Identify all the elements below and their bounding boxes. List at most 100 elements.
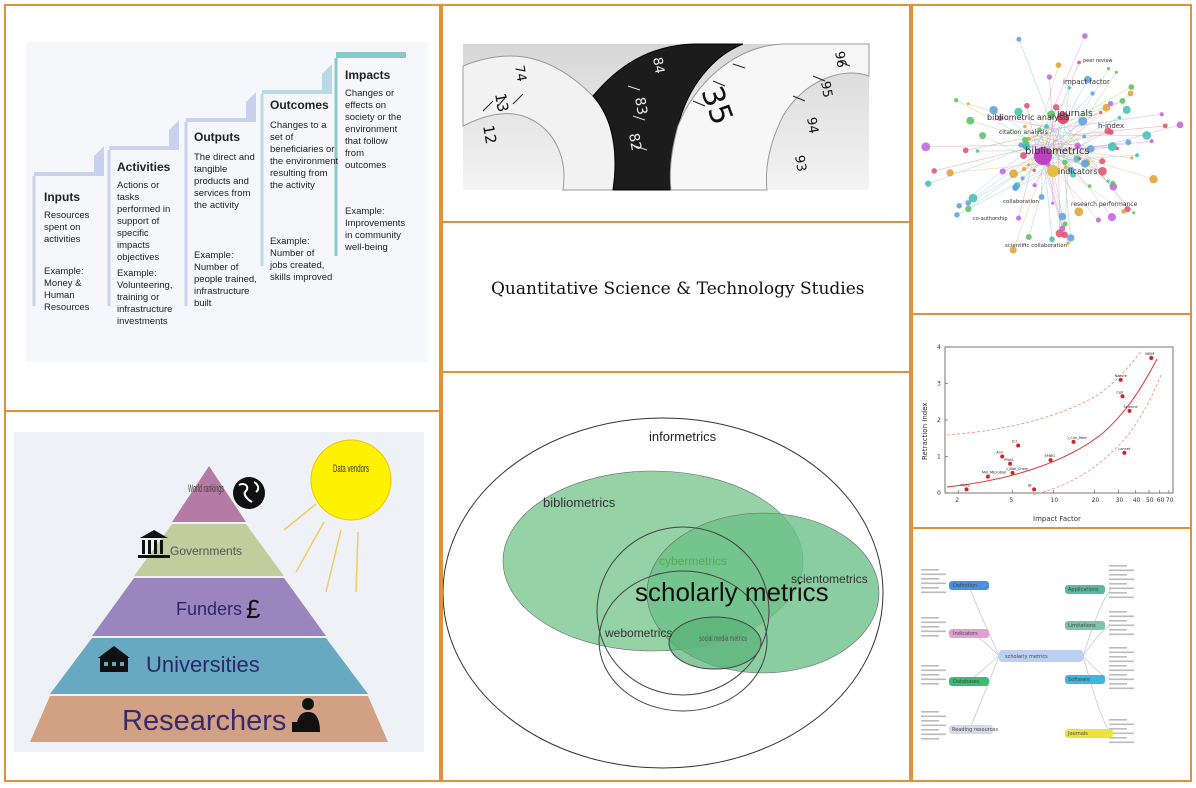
network-node <box>1149 175 1158 184</box>
scatter-x-tick-label: 30 <box>1116 497 1124 504</box>
network-node <box>1016 36 1022 42</box>
step-head-outputs: Outputs <box>194 130 240 144</box>
network-node <box>1074 207 1084 217</box>
network-node <box>1104 127 1112 135</box>
network-node <box>1106 179 1110 183</box>
network-edge <box>1043 62 1080 150</box>
network-edge <box>982 135 1038 163</box>
network-hub-node <box>1047 165 1059 177</box>
mindmap-leaf-item <box>921 674 939 676</box>
metrics-stakeholder-pyramid: World rankings Governments Funders £ Uni… <box>14 432 424 752</box>
network-node <box>1067 234 1075 242</box>
scatter-point <box>1010 470 1015 475</box>
network-node <box>1018 142 1024 148</box>
network-node <box>1032 183 1037 188</box>
network-node <box>1064 165 1068 170</box>
mindmap-leaf-item <box>1109 647 1127 649</box>
scatter-point-label: Lancet <box>1118 447 1131 451</box>
network-edge <box>1049 126 1114 187</box>
network-edge <box>1018 39 1058 140</box>
mindmap-leaf-item <box>1109 732 1134 735</box>
network-node <box>1047 110 1056 119</box>
tape-number-74: 74 <box>511 64 529 83</box>
mindmap-leaf-item <box>921 733 946 736</box>
network-node <box>1107 142 1117 152</box>
network-node <box>1110 180 1116 187</box>
mindmap-leaf-item <box>1109 741 1134 744</box>
mindmap-leaf-item <box>921 621 946 624</box>
network-node <box>1073 155 1081 163</box>
mindmap-center-label: scholarly metrics <box>1005 654 1048 660</box>
network-node-journals: journals <box>1056 109 1093 119</box>
network-hub-node <box>1034 147 1052 165</box>
scatter-point-label: PLOS <box>961 483 971 487</box>
network-node-peer-review: peer review <box>1083 58 1113 64</box>
mindmap-branch-software: Software <box>1068 677 1090 683</box>
tape-number-12: 12 <box>479 124 500 146</box>
network-node <box>1023 124 1027 129</box>
step-desc-inputs: Resources spent on activities <box>44 210 90 245</box>
network-node <box>1090 91 1095 96</box>
network-edge <box>1052 147 1103 162</box>
network-node <box>997 115 1003 122</box>
step-head-impacts: Impacts <box>345 68 391 82</box>
network-node <box>1021 166 1027 172</box>
mindmap-leaf-item <box>1109 651 1134 654</box>
network-node <box>1077 60 1081 65</box>
scatter-x-tick-label: 5 <box>1010 497 1014 504</box>
scatter-x-tick-label: 10 <box>1051 497 1059 504</box>
scatter-point <box>1071 439 1076 444</box>
network-edge <box>972 136 1063 199</box>
mindmap-leaf-item <box>1109 665 1127 667</box>
step-desc-impacts: Changes or effects on society or the env… <box>345 88 402 171</box>
network-node <box>962 147 969 154</box>
network-node-bibliometric-analysis: bibliometric analysis <box>987 113 1069 122</box>
scatter-x-tick-label: 50 <box>1146 497 1154 504</box>
network-edge <box>956 160 1061 216</box>
pyramid-layer-governments <box>134 524 284 576</box>
scatter-point-label: Cell <box>1117 390 1124 394</box>
scatter-point <box>964 487 969 492</box>
network-node <box>1021 137 1028 143</box>
retraction-fit-curve <box>946 358 1158 488</box>
pyramid-layer-universities <box>50 638 368 694</box>
network-node <box>1037 127 1042 133</box>
mindmap-leaf-item <box>1109 719 1127 721</box>
network-node <box>966 116 975 125</box>
network-node <box>1082 33 1088 39</box>
network-node <box>1009 169 1018 178</box>
scatter-point <box>1127 408 1132 413</box>
scatter-point-label: PNAS <box>1004 458 1014 462</box>
network-node <box>1106 66 1111 71</box>
network-node <box>946 169 954 177</box>
venn-label-social-media-metrics: social media metrics <box>699 634 747 643</box>
tape-measure-image: 74 13 12 84 83 82 35 96 95 94 93 <box>462 43 870 191</box>
mindmap-leaf-item <box>1109 683 1127 685</box>
mindmap-branch-definition: Definition <box>953 583 977 589</box>
mindmap-leaf-item <box>921 569 939 571</box>
mindmap-leaf-item <box>921 729 939 731</box>
network-hub-node <box>1057 112 1069 124</box>
step-desc-activities: Actions or tasks performed in support of… <box>117 180 171 263</box>
network-edge <box>1056 139 1072 170</box>
mindmap-leaf-item <box>1109 656 1127 658</box>
tape-number-95: 95 <box>817 80 835 99</box>
network-node <box>1067 166 1074 173</box>
mindmap-leaf-item <box>921 720 939 722</box>
scatter-y-tick-label: 4 <box>937 344 941 351</box>
network-node <box>931 168 937 174</box>
scatter-point <box>1048 458 1053 463</box>
network-node <box>1020 176 1025 181</box>
step-example-impacts: Example: Improvements in community well-… <box>345 206 406 253</box>
venn-webo <box>598 570 768 712</box>
pyramid-label-researchers: Researchers <box>122 705 286 737</box>
network-edge <box>968 157 1040 210</box>
network-edge <box>1072 109 1127 152</box>
scatter-point-label: Nature <box>1115 374 1128 378</box>
mindmap-leaf-item <box>1109 629 1127 631</box>
venn-label-webometrics: webometrics <box>604 626 672 640</box>
network-edge <box>1046 145 1091 150</box>
network-edge <box>934 145 1038 172</box>
network-node <box>1015 215 1022 221</box>
